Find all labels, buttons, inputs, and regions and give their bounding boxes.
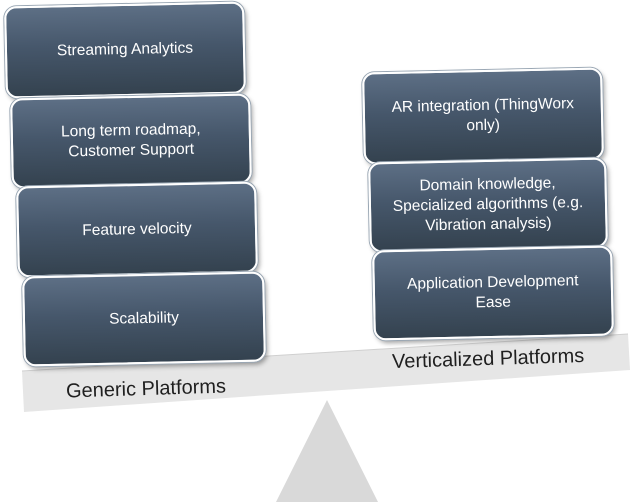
- box-domain-knowledge: Domain knowledge, Specialized algorithms…: [368, 157, 608, 253]
- seesaw-beam: [22, 334, 630, 412]
- box-label: Application Development Ease: [406, 272, 579, 312]
- fulcrum-triangle: [276, 400, 378, 502]
- seesaw-beam-top-edge: [21, 333, 629, 372]
- box-label: AR integration (ThingWorx only): [391, 95, 575, 135]
- box-application-development: Application Development Ease: [372, 245, 614, 341]
- box-label: Domain knowledge, Specialized algorithms…: [392, 174, 584, 235]
- box-ar-integration: AR integration (ThingWorx only): [362, 67, 604, 165]
